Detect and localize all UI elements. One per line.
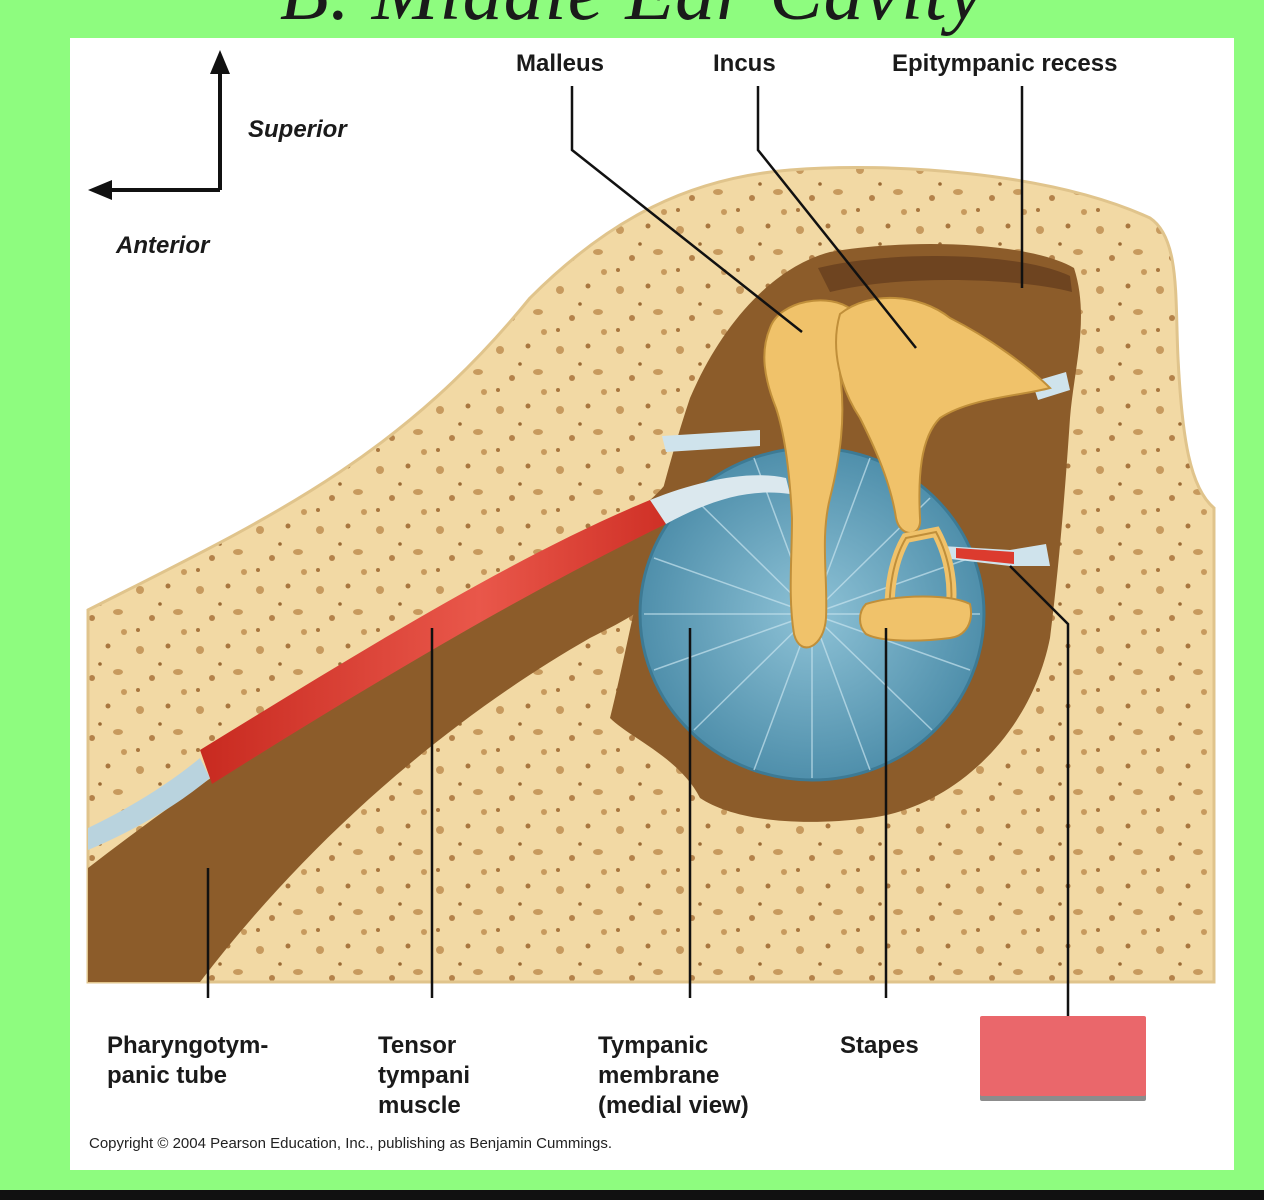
label-tensor-tympani: Tensor tympani muscle: [378, 1031, 470, 1121]
copyright-notice: Copyright © 2004 Pearson Education, Inc.…: [89, 1135, 613, 1152]
middle-ear-illustration: [86, 50, 1216, 1018]
label-malleus: Malleus: [516, 50, 605, 77]
label-tympanic-line1: Tympanic: [598, 1032, 709, 1059]
label-superior: Superior: [248, 116, 347, 143]
hidden-label-box: [980, 1016, 1146, 1096]
bottom-bar: [0, 1190, 1264, 1200]
orientation-arrows: [88, 50, 230, 200]
label-anterior: Anterior: [116, 232, 210, 259]
label-tensor-line1: Tensor: [378, 1032, 457, 1059]
label-tympanic-membrane: Tympanic membrane (medial view): [598, 1031, 749, 1121]
pharyngotympanic-tube-shape: [88, 478, 690, 982]
label-tympanic-line3: (medial view): [598, 1092, 749, 1119]
label-pharyngotympanic-line2: panic tube: [107, 1062, 228, 1089]
label-stapes: Stapes: [840, 1032, 919, 1059]
ear-diagram-figure: Malleus Incus Epitympanic recess Superio…: [70, 38, 1234, 1170]
label-tensor-line2: tympani: [378, 1062, 471, 1089]
label-tympanic-line2: membrane: [598, 1062, 720, 1089]
label-incus: Incus: [713, 50, 776, 77]
label-pharyngotympanic-line1: Pharyngotym-: [107, 1032, 269, 1059]
ossicles: [763, 297, 1052, 649]
leader-lines: [206, 86, 1070, 1018]
label-pharyngotympanic-tube: Pharyngotym- panic tube: [107, 1031, 268, 1091]
slide-title: B. Middle Ear Cavity: [0, 0, 1264, 39]
label-tensor-line3: muscle: [378, 1092, 461, 1119]
label-epitympanic-recess: Epitympanic recess: [892, 50, 1118, 77]
